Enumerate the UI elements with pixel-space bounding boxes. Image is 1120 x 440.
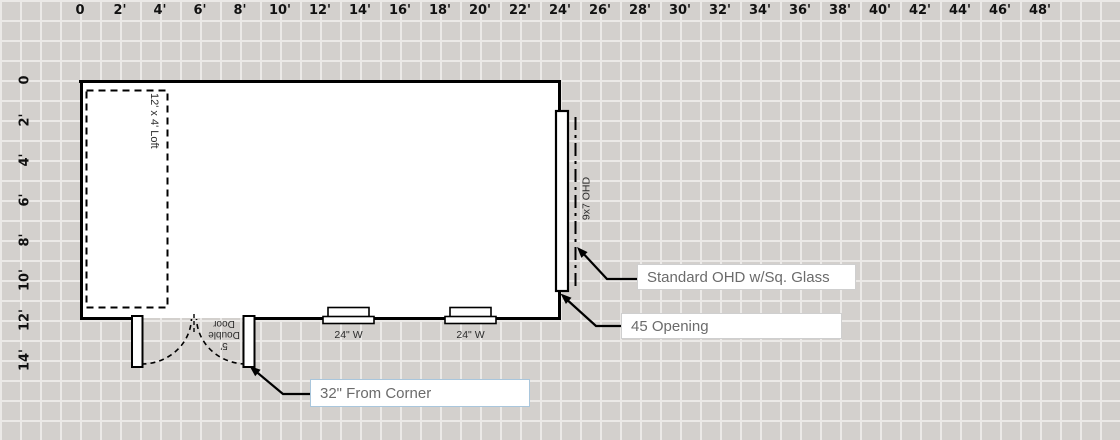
- ruler-label-top: 26': [588, 3, 612, 18]
- overhead-door[interactable]: 9x7 OHD: [554, 109, 593, 293]
- ohd-label: 9x7 OHD: [581, 176, 593, 220]
- ruler-label-top: 28': [628, 3, 652, 18]
- window-1-sill[interactable]: [322, 315, 375, 325]
- ruler-label-top: 20': [468, 3, 492, 18]
- callout-32-from-corner-label: 32" From Corner: [320, 384, 432, 402]
- ohd-panel[interactable]: [554, 109, 570, 293]
- ruler-label-top: 10': [268, 3, 292, 18]
- door-leaf-left[interactable]: [131, 315, 144, 368]
- ruler-label-top: 48': [1028, 3, 1052, 18]
- leader-arrowhead-from-corner: [249, 366, 261, 377]
- door-leaf-right[interactable]: [242, 315, 256, 368]
- svg-text:5': 5': [220, 340, 228, 351]
- building-walls: [79, 80, 561, 320]
- ruler-label-top: 44': [948, 3, 972, 18]
- loft[interactable]: 12' x 4' Loft: [85, 89, 169, 309]
- callout-45-opening[interactable]: 45 Opening: [621, 313, 842, 339]
- svg-text:Door: Door: [212, 318, 234, 329]
- ruler-label-top: 34': [748, 3, 772, 18]
- ruler-label-top: 46': [988, 3, 1012, 18]
- leader-line-opening: [563, 296, 622, 328]
- leader-line-from-corner: [252, 368, 310, 396]
- leader-arrowhead-ohd-glass: [577, 247, 588, 258]
- window-2[interactable]: 24" W: [444, 306, 497, 342]
- window-2-sill[interactable]: [444, 315, 497, 325]
- callout-standard-ohd-glass-label: Standard OHD w/Sq. Glass: [647, 268, 830, 286]
- ruler-label-top: 4': [153, 3, 167, 18]
- ruler-label-top: 22': [508, 3, 532, 18]
- double-door-label: 5' Double Door: [208, 318, 240, 351]
- door-swing-arc-left: [141, 318, 193, 365]
- double-door[interactable]: 5' Double Door: [131, 314, 256, 368]
- ruler-label-top: 38': [828, 3, 852, 18]
- ruler-label-top: 42': [908, 3, 932, 18]
- window-2-label: 24" W: [456, 329, 484, 341]
- leader-line-ohd-glass: [579, 249, 637, 281]
- ruler-label-top: 2': [113, 3, 127, 18]
- leader-arrowhead-opening: [560, 293, 572, 304]
- ruler-label-top: 12': [308, 3, 332, 18]
- ruler-label-top: 8': [233, 3, 247, 18]
- ruler-label-top: 16': [388, 3, 412, 18]
- door-swing-arc-right: [195, 318, 246, 365]
- ruler-label-top: 40': [868, 3, 892, 18]
- window-1-label: 24" W: [334, 329, 362, 341]
- callout-standard-ohd-glass[interactable]: Standard OHD w/Sq. Glass: [637, 264, 856, 290]
- building-interior[interactable]: [80, 80, 560, 318]
- callout-45-opening-label: 45 Opening: [631, 317, 709, 335]
- callout-32-from-corner[interactable]: 32" From Corner: [310, 379, 530, 407]
- ruler-label-top: 18': [428, 3, 452, 18]
- svg-text:Double: Double: [208, 329, 240, 340]
- loft-label: 12' x 4' Loft: [148, 93, 160, 149]
- window-1[interactable]: 24" W: [322, 306, 375, 342]
- ruler-label-top: 30': [668, 3, 692, 18]
- ruler-label-top: 14': [348, 3, 372, 18]
- ruler-label-top: 32': [708, 3, 732, 18]
- callout-leaders: [249, 247, 637, 396]
- ruler-label-top: 24': [548, 3, 572, 18]
- ruler-label-top: 0: [75, 3, 85, 18]
- ruler-label-top: 6': [193, 3, 207, 18]
- loft-outline[interactable]: [85, 89, 169, 309]
- ruler-label-top: 36': [788, 3, 812, 18]
